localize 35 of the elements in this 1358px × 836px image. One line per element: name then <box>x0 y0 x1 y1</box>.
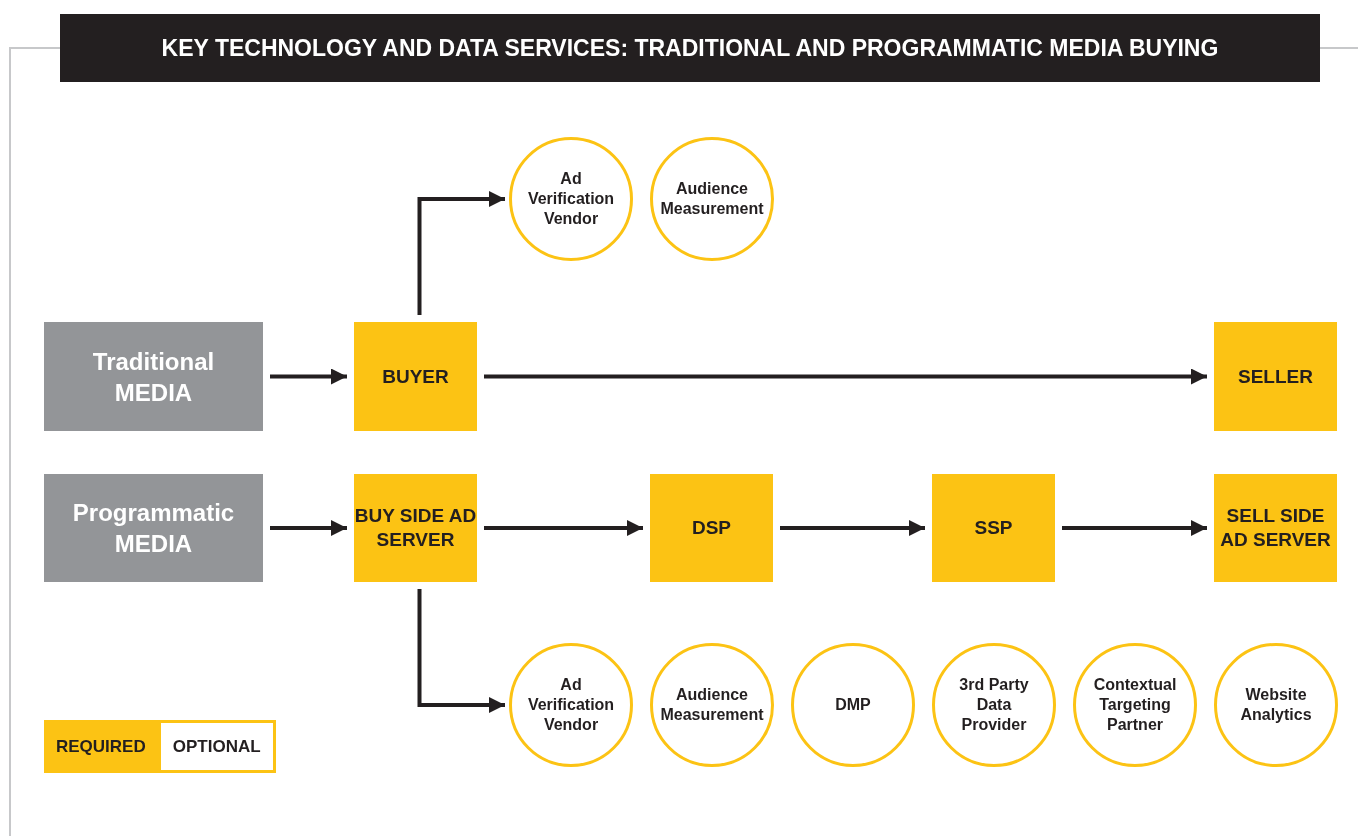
arrow <box>780 520 925 536</box>
arrow <box>417 589 505 713</box>
node-text: Audience Measurement <box>660 685 764 725</box>
arrow <box>484 368 1207 385</box>
node-text: Website Analytics <box>1239 685 1313 725</box>
process-box <box>354 322 477 431</box>
legend-label: OPTIONAL <box>172 735 261 758</box>
node-text: Audience Measurement <box>660 179 764 219</box>
arrow <box>484 520 643 536</box>
node-text: Ad Verification Vendor <box>526 675 616 735</box>
node-text: SELL SIDE AD SERVER <box>1219 504 1332 552</box>
node-text: SSP <box>974 516 1013 540</box>
legend-label: REQUIRED <box>56 735 146 758</box>
node-text: DSP <box>691 516 732 540</box>
process-box <box>1214 474 1337 582</box>
node-text: Traditional MEDIA <box>91 346 216 408</box>
arrow <box>417 191 505 315</box>
media-box <box>44 322 263 431</box>
node-text: 3rd Party Data Provider <box>958 675 1030 735</box>
node-text: Contextual Targeting Partner <box>1092 675 1178 735</box>
node-text: BUYER <box>382 364 449 389</box>
process-box <box>1214 322 1337 431</box>
process-box <box>650 474 773 582</box>
process-box <box>932 474 1055 582</box>
node-text: SELLER <box>1238 364 1313 389</box>
media-box <box>44 474 263 582</box>
arrow <box>270 368 347 385</box>
title-bar: KEY TECHNOLOGY AND DATA SERVICES: TRADITIONAL AND PROGRAMMATIC MEDIA BUYING <box>60 14 1320 82</box>
node-text: Ad Verification Vendor <box>526 169 616 229</box>
node-text: DMP <box>835 695 871 715</box>
node-text: Programmatic MEDIA <box>72 498 235 559</box>
node-text: BUY SIDE AD SERVER <box>354 504 477 552</box>
arrow <box>1062 520 1207 536</box>
arrow <box>270 520 347 536</box>
process-box <box>354 474 477 582</box>
